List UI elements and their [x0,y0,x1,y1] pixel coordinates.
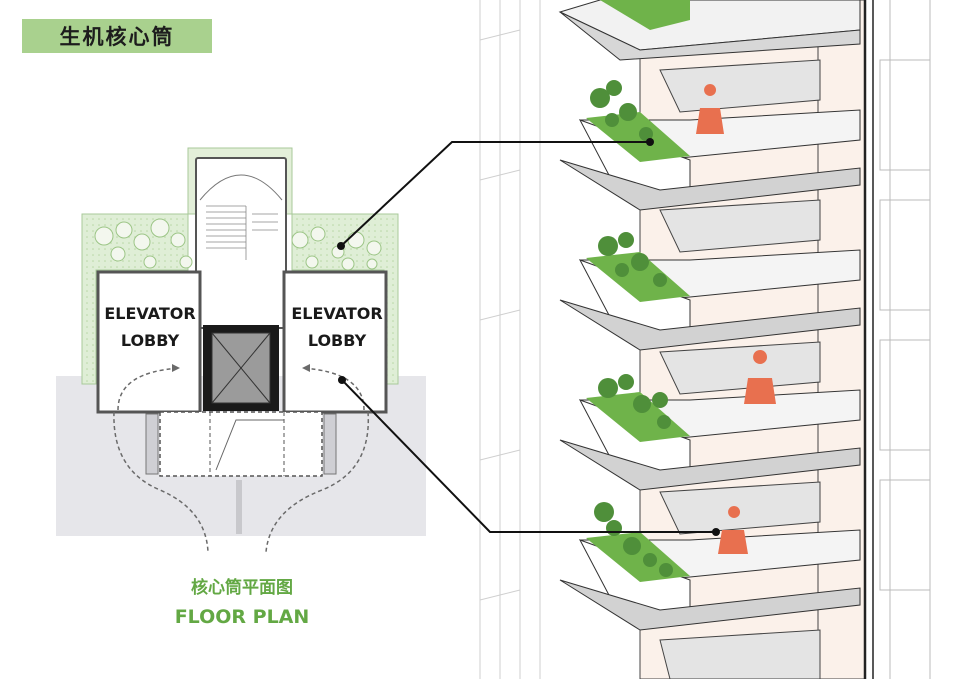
lobby-right-label-1: ELEVATOR [291,304,382,323]
floor-module-6 [659,629,821,679]
connector-planter [340,141,650,247]
plant-cluster-3 [598,374,671,429]
caption-en: FLOOR PLAN [175,606,310,628]
floor-module-4 [559,341,861,491]
person-1 [696,84,724,134]
connector-lines [340,141,716,533]
facade-grid [479,0,541,679]
plant-cluster-1 [590,80,653,141]
plant-cluster-2 [598,232,667,287]
diagram-title: 生机核心筒 [59,25,175,49]
lobby-left-label-2: LOBBY [121,331,180,350]
floor-module-5 [559,481,861,631]
floor-module-1 [558,0,861,61]
lobby-left-label-1: ELEVATOR [104,304,195,323]
plant-cluster-4 [594,502,673,577]
plan-trees [94,218,382,271]
connector-dots [337,138,720,536]
lobby-left-room [96,270,202,414]
tower-elevation [479,0,931,679]
floor-plan: ELEVATOR LOBBY ELEVATOR LOBBY [56,147,426,553]
stair-core [195,157,287,329]
floor-module-3 [559,199,861,351]
connector-lobby [341,379,716,533]
stair-dome [199,174,283,201]
lower-corridor [159,411,323,477]
floor-module-2 [559,59,861,211]
lobby-right-room [282,270,388,414]
stair-treads [206,205,278,260]
person-3 [718,506,748,554]
title-badge: 生机核心筒 [22,19,212,53]
right-facade [879,0,931,679]
caption-cn: 核心筒平面图 [191,577,293,598]
lobby-right-label-2: LOBBY [308,331,367,350]
person-2 [744,350,776,404]
